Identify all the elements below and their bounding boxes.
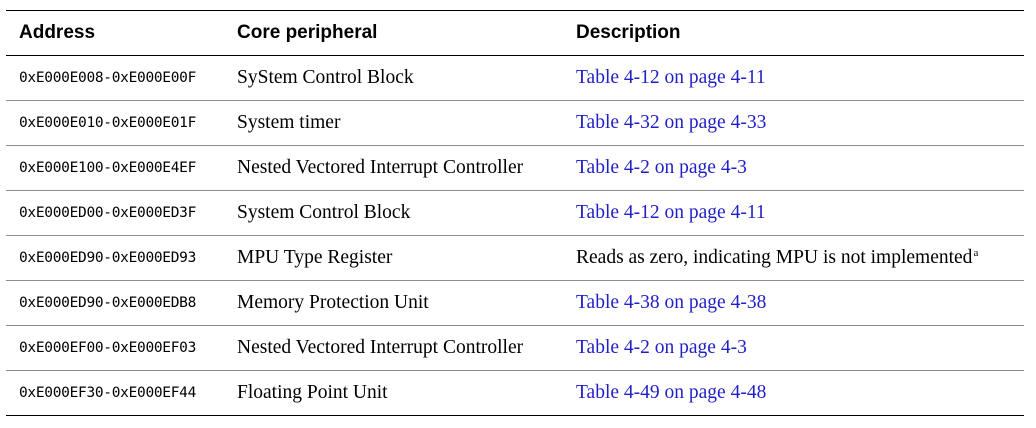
address-cell: 0xE000E010-0xE000E01F <box>19 115 197 131</box>
peripheral-cell: System timer <box>237 112 341 133</box>
header-address: Address <box>19 22 96 43</box>
description-cell: Table 4-2 on page 4-3 <box>571 326 1024 371</box>
peripheral-cell: System Control Block <box>237 202 411 223</box>
table-row: 0xE000EF30-0xE000EF44 Floating Point Uni… <box>6 371 1024 416</box>
table-header-row: Address Core peripheral Description <box>6 10 1024 56</box>
address-cell: 0xE000E008-0xE000E00F <box>19 70 197 86</box>
address-cell: 0xE000EF30-0xE000EF44 <box>19 385 197 401</box>
description-text: Reads as zero, indicating MPU is not imp… <box>576 247 973 268</box>
table-row: 0xE000ED90-0xE000EDB8 Memory Protection … <box>6 281 1024 326</box>
header-description: Description <box>576 22 681 43</box>
peripheral-cell: SyStem Control Block <box>237 67 414 88</box>
description-cell: Reads as zero, indicating MPU is not imp… <box>571 236 1024 281</box>
table-row: 0xE000E010-0xE000E01F System timer Table… <box>6 101 1024 146</box>
description-cell: Table 4-12 on page 4-11 <box>571 56 1024 101</box>
header-core-peripheral: Core peripheral <box>237 22 378 43</box>
description-link[interactable]: Table 4-32 on page 4-33 <box>576 112 767 133</box>
description-link[interactable]: Table 4-2 on page 4-3 <box>576 337 747 358</box>
description-cell: Table 4-49 on page 4-48 <box>571 371 1024 416</box>
table-row: 0xE000ED90-0xE000ED93 MPU Type Register … <box>6 236 1024 281</box>
description-link[interactable]: Table 4-12 on page 4-11 <box>576 67 766 88</box>
address-cell: 0xE000E100-0xE000E4EF <box>19 160 197 176</box>
peripheral-cell: Memory Protection Unit <box>237 292 429 313</box>
table-row: 0xE000ED00-0xE000ED3F System Control Blo… <box>6 191 1024 236</box>
core-peripheral-table: Address Core peripheral Description 0xE0… <box>6 10 1024 416</box>
peripheral-cell: Floating Point Unit <box>237 382 388 403</box>
footnote-marker: a <box>973 247 979 259</box>
description-link[interactable]: Table 4-49 on page 4-48 <box>576 382 767 403</box>
description-link[interactable]: Table 4-2 on page 4-3 <box>576 157 747 178</box>
address-cell: 0xE000ED00-0xE000ED3F <box>19 205 197 221</box>
table-row: 0xE000EF00-0xE000EF03 Nested Vectored In… <box>6 326 1024 371</box>
description-link[interactable]: Table 4-12 on page 4-11 <box>576 202 766 223</box>
peripheral-cell: MPU Type Register <box>237 247 393 268</box>
address-cell: 0xE000EF00-0xE000EF03 <box>19 340 197 356</box>
description-cell: Table 4-38 on page 4-38 <box>571 281 1024 326</box>
description-cell: Table 4-12 on page 4-11 <box>571 191 1024 236</box>
description-cell: Table 4-32 on page 4-33 <box>571 101 1024 146</box>
description-cell: Table 4-2 on page 4-3 <box>571 146 1024 191</box>
peripheral-cell: Nested Vectored Interrupt Controller <box>237 157 524 178</box>
core-peripheral-table-container: Address Core peripheral Description 0xE0… <box>6 10 1024 416</box>
address-cell: 0xE000ED90-0xE000ED93 <box>19 250 197 266</box>
description-link[interactable]: Table 4-38 on page 4-38 <box>576 292 767 313</box>
peripheral-cell: Nested Vectored Interrupt Controller <box>237 337 524 358</box>
table-row: 0xE000E008-0xE000E00F SyStem Control Blo… <box>6 56 1024 101</box>
table-row: 0xE000E100-0xE000E4EF Nested Vectored In… <box>6 146 1024 191</box>
address-cell: 0xE000ED90-0xE000EDB8 <box>19 295 197 311</box>
